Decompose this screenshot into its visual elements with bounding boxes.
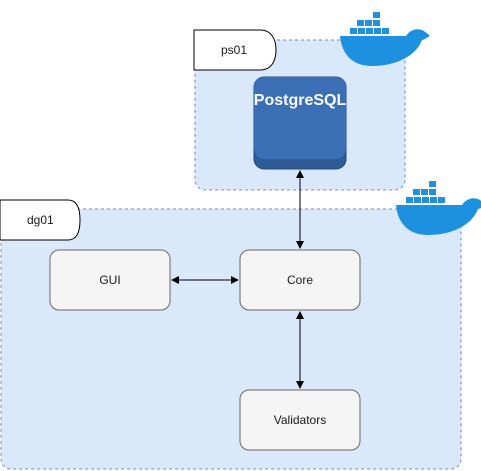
- postgresql-icon-face: [254, 77, 346, 159]
- docker-icon: [396, 181, 481, 235]
- postgresql-node: PostgreSQL: [253, 76, 347, 170]
- gui-label: GUI: [99, 273, 120, 287]
- gui-box: [49, 249, 171, 311]
- core-label: Core: [287, 273, 313, 287]
- docker-icon: [340, 12, 430, 66]
- validators-box: [239, 389, 361, 451]
- validators-label: Validators: [274, 413, 326, 427]
- core-node: Core: [239, 249, 361, 311]
- validators-node: Validators: [239, 389, 361, 451]
- container-dg01-label: dg01: [27, 213, 54, 227]
- container-dg01-box: [0, 208, 462, 470]
- gui-node: GUI: [49, 249, 171, 311]
- core-box: [239, 249, 361, 311]
- container-ps01-label: ps01: [221, 43, 247, 57]
- postgresql-label: PostgreSQL: [254, 92, 347, 109]
- container-dg01-tab: [0, 199, 81, 241]
- container-ps01-tab: [193, 29, 277, 71]
